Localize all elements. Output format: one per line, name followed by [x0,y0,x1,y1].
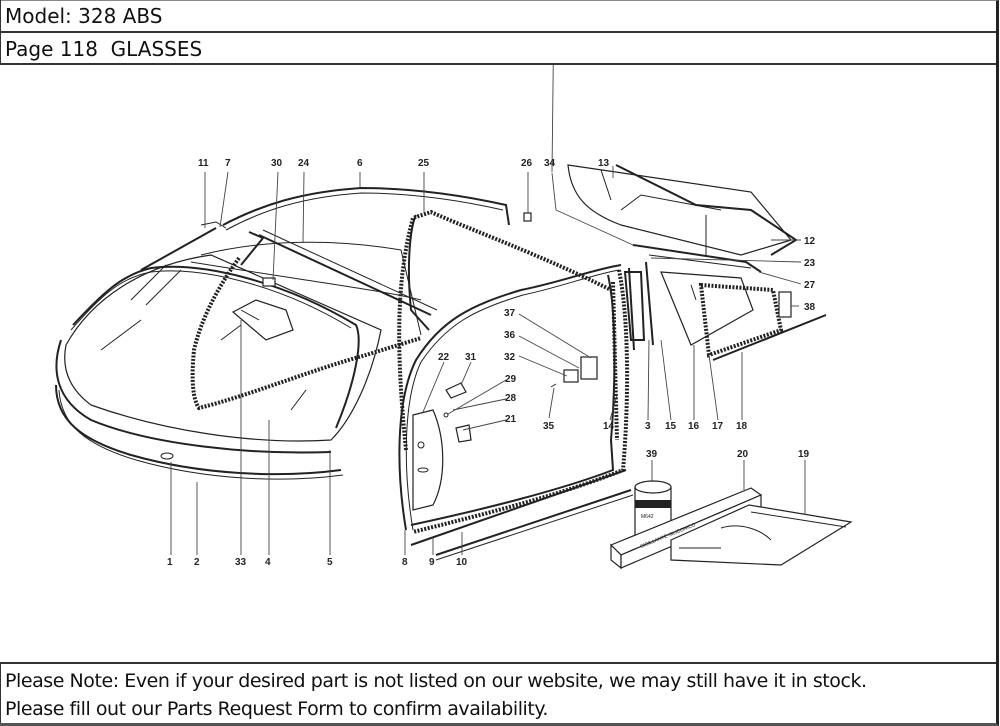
callout-18: 18 [736,421,748,432]
callout-27: 27 [804,280,816,291]
callout-35: 35 [543,421,555,432]
door-frame-seal [397,209,612,451]
page-title: Page 118 GLASSES [5,37,203,61]
callout-20: 20 [737,449,749,460]
callout-7: 7 [225,158,231,169]
callout-labels: 11 7 30 24 6 25 26 34 13 12 23 27 38 37 … [167,158,816,568]
rear-view-mirror [231,299,294,341]
callout-31: 31 [465,352,477,363]
rear-clip [778,291,792,318]
callout-15: 15 [665,421,677,432]
check-strap-plate [412,409,444,511]
door-handle-parts [443,382,472,443]
callout-11: 11 [198,158,209,169]
windshield-seal [190,256,422,411]
roof-glass [190,241,422,336]
callout-16: 16 [688,421,700,432]
callout-10: 10 [456,557,468,568]
callout-4: 4 [265,557,271,568]
callout-33: 33 [235,557,247,568]
stock-note: Please Note: Even if your desired part i… [0,662,996,723]
rear-window-glass [567,164,793,256]
parts-diagram: M642 SIGILLANTE SILICONICO [1,0,996,662]
callout-1: 1 [167,557,173,568]
callout-34: 34 [544,158,556,169]
door-sill-trim [410,469,634,561]
latch-striker [550,356,598,388]
model-label: Model: 328 ABS [5,4,163,28]
callout-38: 38 [804,302,816,313]
windshield-glass [64,254,382,442]
b-pillar-seals [611,271,646,441]
page-row: Page 118 GLASSES [0,33,996,65]
callout-9: 9 [429,557,435,568]
callout-25: 25 [418,158,430,169]
callout-28: 28 [505,393,517,404]
callout-26: 26 [521,158,533,169]
quarter-glass-seal [698,282,784,358]
note-line-1: Please Note: Even if your desired part i… [5,670,867,692]
windshield-lower-trim [55,339,344,480]
windshield-trim-outer [70,265,360,429]
callout-23: 23 [804,258,816,269]
quarter-glass [660,271,754,346]
callout-5: 5 [327,557,333,568]
callout-24: 24 [298,158,310,169]
note-line-2: Please fill out our Parts Request Form t… [5,698,549,720]
top-trim-strip [222,186,510,231]
callout-21: 21 [505,414,517,425]
a-pillar-trim [130,221,227,306]
callout-19: 19 [798,449,810,460]
callout-14: 14 [603,421,615,432]
callout-12: 12 [804,236,816,247]
quarter-glass-trim [628,244,762,351]
leader-lines [170,0,806,555]
mirror-mount [262,277,276,287]
quarter-lower-trim [712,314,827,361]
callout-32: 32 [504,352,516,363]
callout-39: 39 [646,449,658,460]
callout-29: 29 [505,374,517,385]
callout-17: 17 [712,421,724,432]
callout-37: 37 [504,308,516,319]
callout-6: 6 [357,158,363,169]
tool-tray [670,504,853,566]
callout-36: 36 [504,330,516,341]
roof-crossbar [240,229,438,316]
callout-3: 3 [645,421,651,432]
callout-8: 8 [402,557,408,568]
model-row: Model: 328 ABS [0,0,996,33]
callout-2: 2 [194,557,200,568]
can-label: M642 [641,514,654,520]
callout-30: 30 [271,158,283,169]
callout-13: 13 [598,158,610,169]
small-clip-26 [523,212,532,222]
badge [160,452,174,460]
callout-22: 22 [438,352,450,363]
rear-window-seal [615,164,798,256]
